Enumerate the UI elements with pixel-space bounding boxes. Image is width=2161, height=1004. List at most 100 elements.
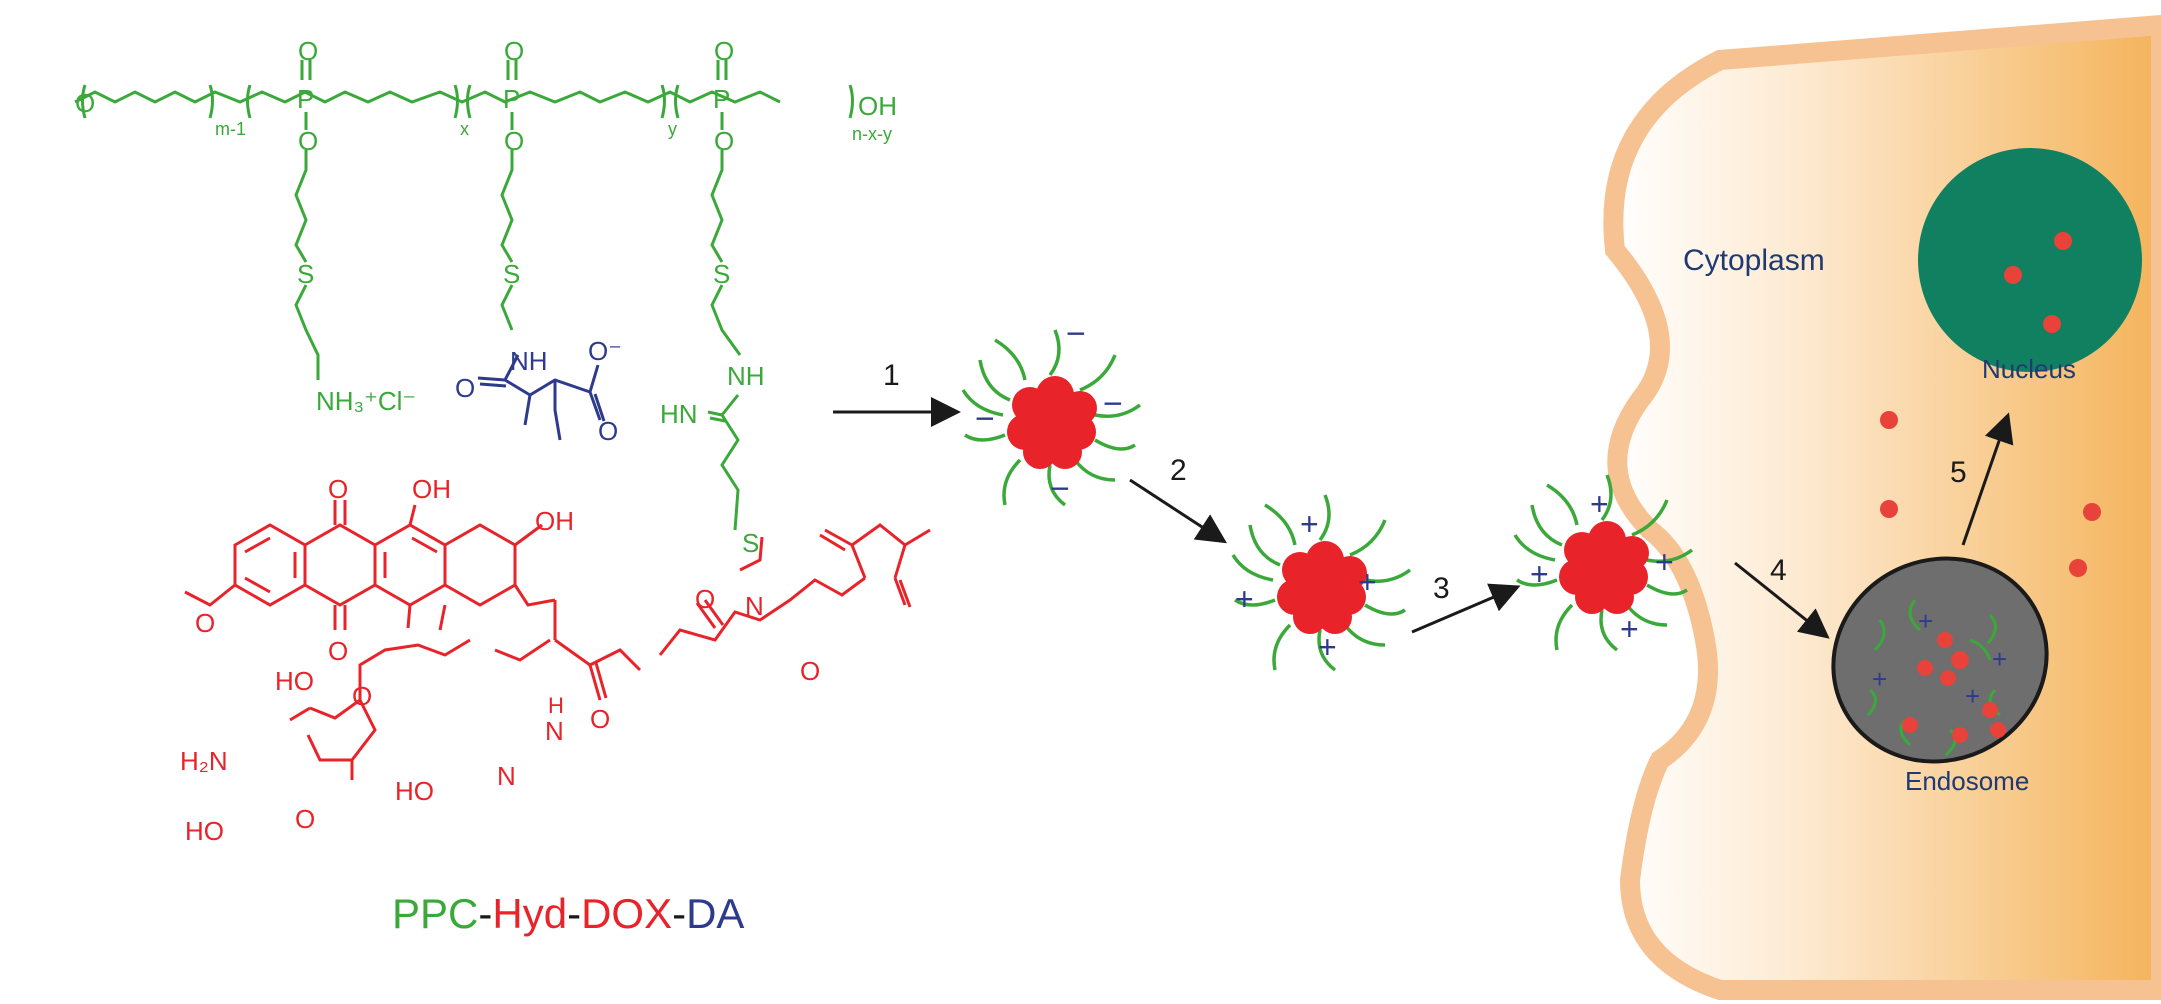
charge-plus: + — [1620, 611, 1639, 647]
nucleus — [1918, 148, 2142, 372]
drug-dot — [1940, 670, 1956, 686]
drug-dot — [2004, 266, 2022, 284]
cell: Cytoplasm Nucleus + + + + Endosome — [1603, 14, 2161, 1000]
charge-plus: + — [1358, 564, 1377, 600]
charge-minus: − — [1103, 385, 1123, 423]
dox-methoxy-o: O — [195, 608, 215, 638]
charge-plus: + — [1655, 544, 1674, 580]
polymer-o-left: O — [75, 88, 95, 118]
dox-o3: O — [352, 681, 372, 711]
charge-plus: + — [1872, 664, 1887, 694]
caption-hyd: Hyd — [492, 890, 568, 937]
nanoparticle-positive: + + + + — [1231, 494, 1412, 672]
phosphorus-2: P — [503, 84, 520, 114]
nh-ppc: NH — [727, 361, 765, 391]
charge-plus: + — [1918, 606, 1933, 636]
caption-da: DA — [686, 890, 745, 937]
subscript-m: m-1 — [215, 119, 246, 139]
dox-o2: O — [328, 636, 348, 666]
oxygen-4: O — [504, 126, 524, 156]
caption-ppc: PPC — [392, 890, 479, 937]
caption-dash-2: - — [567, 890, 582, 937]
charge-plus: + — [1965, 681, 1980, 711]
dox-ho1: HO — [275, 666, 314, 696]
step-2-label: 2 — [1170, 454, 1187, 487]
drug-dot — [2043, 315, 2061, 333]
sulfur-1: S — [297, 259, 314, 289]
nucleus-label: Nucleus — [1982, 354, 2076, 384]
drug-dot — [1880, 500, 1898, 518]
nanoparticle-internalizing: + + + + — [1513, 474, 1694, 652]
caption-dash-3: - — [672, 890, 687, 937]
dox-o1: O — [328, 474, 348, 504]
cytoplasm-label: Cytoplasm — [1683, 244, 1825, 277]
drug-dot — [1917, 660, 1933, 676]
nanoparticle-negative: − − − − — [961, 315, 1142, 508]
oxygen-1: O — [298, 36, 318, 66]
dox-o5: O — [590, 704, 610, 734]
charge-plus: + — [1590, 486, 1609, 522]
sulfur-4: S — [742, 528, 759, 558]
charge-minus: − — [1050, 470, 1070, 508]
arrow-step-3 — [1411, 583, 1521, 634]
dox-hydrazone-n: N — [497, 761, 516, 791]
dox-imide-o1: O — [695, 584, 715, 614]
charge-minus: − — [1066, 315, 1086, 353]
amine-label: NH₃⁺Cl⁻ — [316, 386, 416, 416]
phosphorus-3: P — [713, 84, 730, 114]
o-da: O — [455, 373, 475, 403]
arrow-step-4 — [1734, 561, 1830, 639]
drug-dot — [1880, 411, 1898, 429]
caption-dox: DOX — [581, 890, 673, 937]
drug-dot — [2054, 232, 2072, 250]
dox-h2n: H₂N — [180, 746, 228, 776]
conjugate-caption: PPC-Hyd-DOX-DA — [392, 890, 744, 938]
charge-plus: + — [1235, 581, 1254, 617]
charge-plus: + — [1992, 644, 2007, 674]
dox-imide-o2: O — [800, 656, 820, 686]
dox-o4: O — [295, 804, 315, 834]
step-3-label: 3 — [1433, 572, 1450, 605]
step-5-label: 5 — [1950, 456, 1967, 489]
oxygen-2: O — [298, 126, 318, 156]
drug-dot — [2069, 559, 2087, 577]
drug-dot — [1952, 727, 1968, 743]
dox-nh-h: H — [548, 693, 564, 718]
drug-dot — [1902, 717, 1918, 733]
sulfur-2: S — [503, 259, 520, 289]
dox-oh1: OH — [412, 474, 451, 504]
drug-dot — [1990, 722, 2006, 738]
dox-oh2: OH — [535, 506, 574, 536]
dox-ho3: HO — [395, 776, 434, 806]
oxygen-5: O — [714, 36, 734, 66]
drug-dot — [1951, 651, 1969, 669]
charge-plus: + — [1530, 556, 1549, 592]
arrow-step-5 — [1961, 412, 2014, 546]
drug-dot — [1937, 632, 1953, 648]
charge-plus: + — [1318, 629, 1337, 665]
caption-dash-1: - — [478, 890, 493, 937]
subscript-end: n-x-y — [852, 124, 892, 144]
phosphorus-1: P — [297, 84, 314, 114]
da-group — [477, 354, 606, 441]
polymer-backbone — [74, 60, 854, 531]
endosome-label: Endosome — [1905, 766, 2029, 796]
dox-imide-n: N — [745, 591, 764, 621]
dox-ho2: HO — [185, 816, 224, 846]
terminal-oh: OH — [858, 91, 897, 121]
charge-plus: + — [1300, 506, 1319, 542]
subscript-y: y — [668, 119, 677, 139]
step-1-label: 1 — [883, 359, 900, 392]
drug-dot — [1982, 702, 1998, 718]
imine-hn: HN — [660, 399, 698, 429]
step-4-label: 4 — [1770, 554, 1787, 587]
o-da-2: O — [598, 416, 618, 446]
sulfur-3: S — [713, 259, 730, 289]
step-arrows — [833, 397, 2014, 639]
o-minus-da: O⁻ — [588, 336, 622, 366]
subscript-x: x — [460, 119, 469, 139]
oxygen-6: O — [714, 126, 734, 156]
drug-dot — [2083, 503, 2101, 521]
oxygen-3: O — [504, 36, 524, 66]
